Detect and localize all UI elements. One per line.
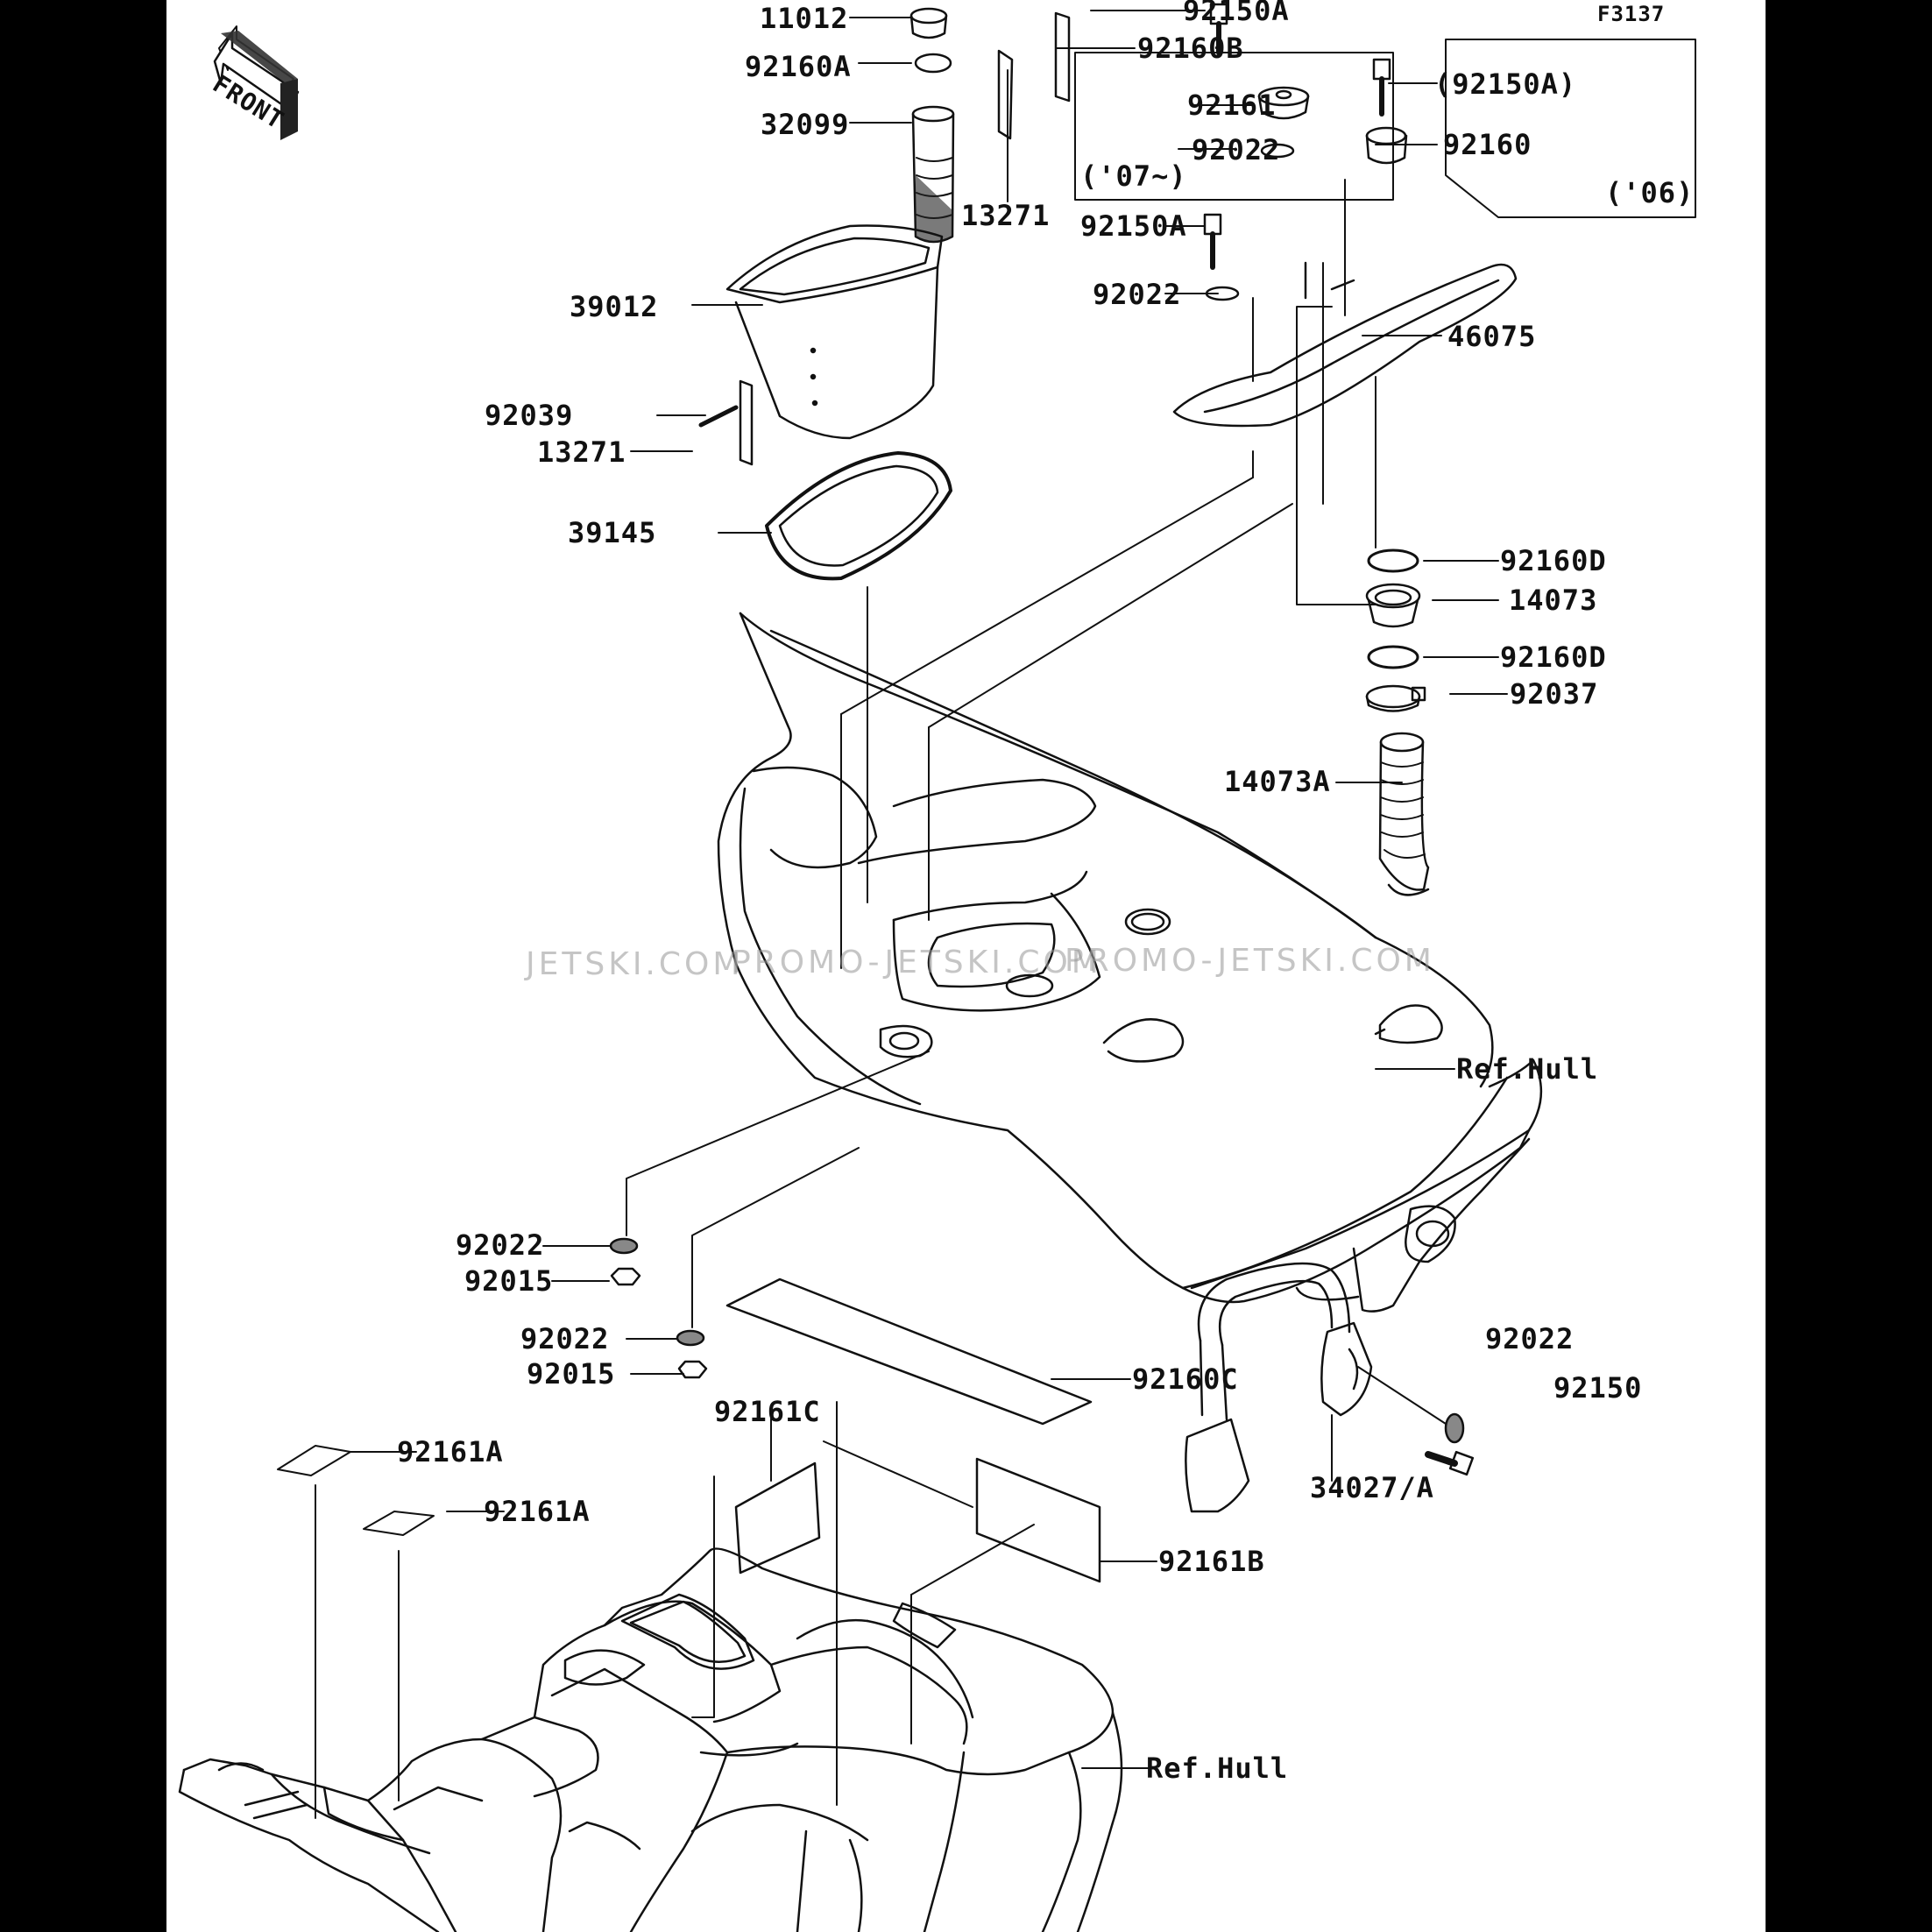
oring-92160D-a-icon <box>1369 550 1418 571</box>
bolt-92150A-paren-icon <box>1374 60 1390 114</box>
label-92161A-b: 92161A <box>484 1495 591 1528</box>
box-07-frame <box>1075 53 1393 200</box>
decal-92161A-b-icon <box>364 1511 434 1535</box>
label-92015-a: 92015 <box>464 1264 554 1298</box>
label-06: ('06) <box>1605 176 1695 209</box>
label-32099: 32099 <box>761 108 850 141</box>
label-92022-a: 92022 <box>1192 133 1281 166</box>
rubber-mount-92161-icon <box>1259 88 1308 118</box>
label-92022-b: 92022 <box>1093 278 1182 311</box>
label-92160B: 92160B <box>1137 32 1244 65</box>
gasket-92160A-icon <box>916 54 951 72</box>
strip-13271-top-icon <box>999 51 1012 138</box>
decal-92161A-a-icon <box>278 1446 350 1476</box>
leader-lines <box>350 11 1507 1768</box>
label-92161A-a: 92161A <box>397 1435 504 1468</box>
front-arrow-icon <box>215 26 298 140</box>
label-92161: 92161 <box>1187 88 1277 122</box>
label-92037: 92037 <box>1510 677 1599 711</box>
assembly-guide-lines <box>841 180 1376 968</box>
label-92161B: 92161B <box>1158 1545 1265 1578</box>
washer-92022-a-icon <box>1262 145 1293 157</box>
label-14073: 14073 <box>1509 584 1598 617</box>
watermark-2: PROMO-JETSKI.COM <box>732 945 1102 980</box>
label-92160A: 92160A <box>745 50 852 83</box>
decal-92161B-icon <box>977 1459 1100 1582</box>
label-ref-hull-2: Ref.Hull <box>1146 1752 1289 1785</box>
pad-92160C-icon <box>727 1279 1091 1424</box>
nut-92015-b-icon <box>679 1362 706 1377</box>
label-92022-d: 92022 <box>520 1322 610 1355</box>
label-13271-bottom: 13271 <box>537 435 626 469</box>
label-34027: 34027/A <box>1310 1471 1434 1504</box>
gasket-39145-icon <box>767 453 951 578</box>
watermark-3: PROMO-JETSKI.COM <box>1065 943 1435 979</box>
label-92160C: 92160C <box>1132 1362 1239 1396</box>
cap-11012-icon <box>911 9 946 38</box>
label-92150A-mid: 92150A <box>1080 209 1187 243</box>
label-92015-b: 92015 <box>527 1357 616 1391</box>
decal-guide-lines <box>315 1402 1034 1818</box>
nut-92015-a-icon <box>612 1269 640 1284</box>
lower-hull-outline <box>180 1549 1122 1932</box>
label-92160D-b: 92160D <box>1500 640 1607 674</box>
label-92022-e: 92022 <box>1485 1322 1575 1355</box>
watermark-1: JETSKI.COM <box>526 946 744 982</box>
figure-code: F3137 <box>1597 2 1666 26</box>
label-92150A-top: 92150A <box>1183 0 1290 27</box>
oring-92160D-b-icon <box>1369 647 1418 668</box>
label-ref-hull-1: Ref.Hull <box>1456 1052 1599 1086</box>
bolt-92150-icon <box>1428 1452 1473 1475</box>
washer-92022-e-icon <box>1446 1414 1463 1442</box>
label-92160D-a: 92160D <box>1500 544 1607 577</box>
duct-hose-14073A-icon <box>1380 733 1428 895</box>
label-07: ('07~) <box>1080 159 1187 193</box>
grab-handle-46075-icon <box>1174 263 1516 426</box>
washer-92022-c-icon <box>611 1239 637 1253</box>
clamp-92037-icon <box>1367 686 1425 711</box>
reboarding-step-34027-icon <box>1185 1263 1371 1511</box>
upper-hull-outline <box>718 613 1541 1312</box>
label-11012: 11012 <box>760 2 849 35</box>
strip-92160B-icon <box>1056 13 1069 101</box>
label-13271-top: 13271 <box>961 199 1051 232</box>
exploded-parts-drawing <box>166 0 1766 1932</box>
label-39145: 39145 <box>568 516 657 549</box>
label-46075: 46075 <box>1447 320 1537 353</box>
tube-32099-icon <box>913 107 953 242</box>
label-14073A: 14073A <box>1224 765 1331 798</box>
label-92022-c: 92022 <box>456 1228 545 1262</box>
label-92039: 92039 <box>485 399 574 432</box>
grommet-14073-icon <box>1367 584 1419 626</box>
storage-bin-39012-icon <box>727 226 942 439</box>
label-92160: 92160 <box>1443 128 1532 161</box>
label-92150A-paren: (92150A) <box>1434 67 1577 101</box>
decal-92161C-icon <box>736 1463 819 1573</box>
strip-13271-bottom-icon <box>740 381 752 464</box>
label-92161C: 92161C <box>714 1395 821 1428</box>
washer-92022-d-icon <box>677 1331 704 1345</box>
washer-92022-b-icon <box>1207 287 1238 300</box>
rubber-mount-92160-icon <box>1367 128 1406 163</box>
rivet-92039-icon <box>701 407 736 425</box>
box-06-frame <box>1446 39 1695 217</box>
bolt-92150A-top-icon <box>1211 4 1227 53</box>
diagram-sheet: JETSKI.COM PROMO-JETSKI.COM PROMO-JETSKI… <box>166 0 1766 1932</box>
label-92150: 92150 <box>1553 1371 1643 1405</box>
label-39012: 39012 <box>570 290 659 323</box>
bolt-92150A-mid-icon <box>1205 215 1221 267</box>
